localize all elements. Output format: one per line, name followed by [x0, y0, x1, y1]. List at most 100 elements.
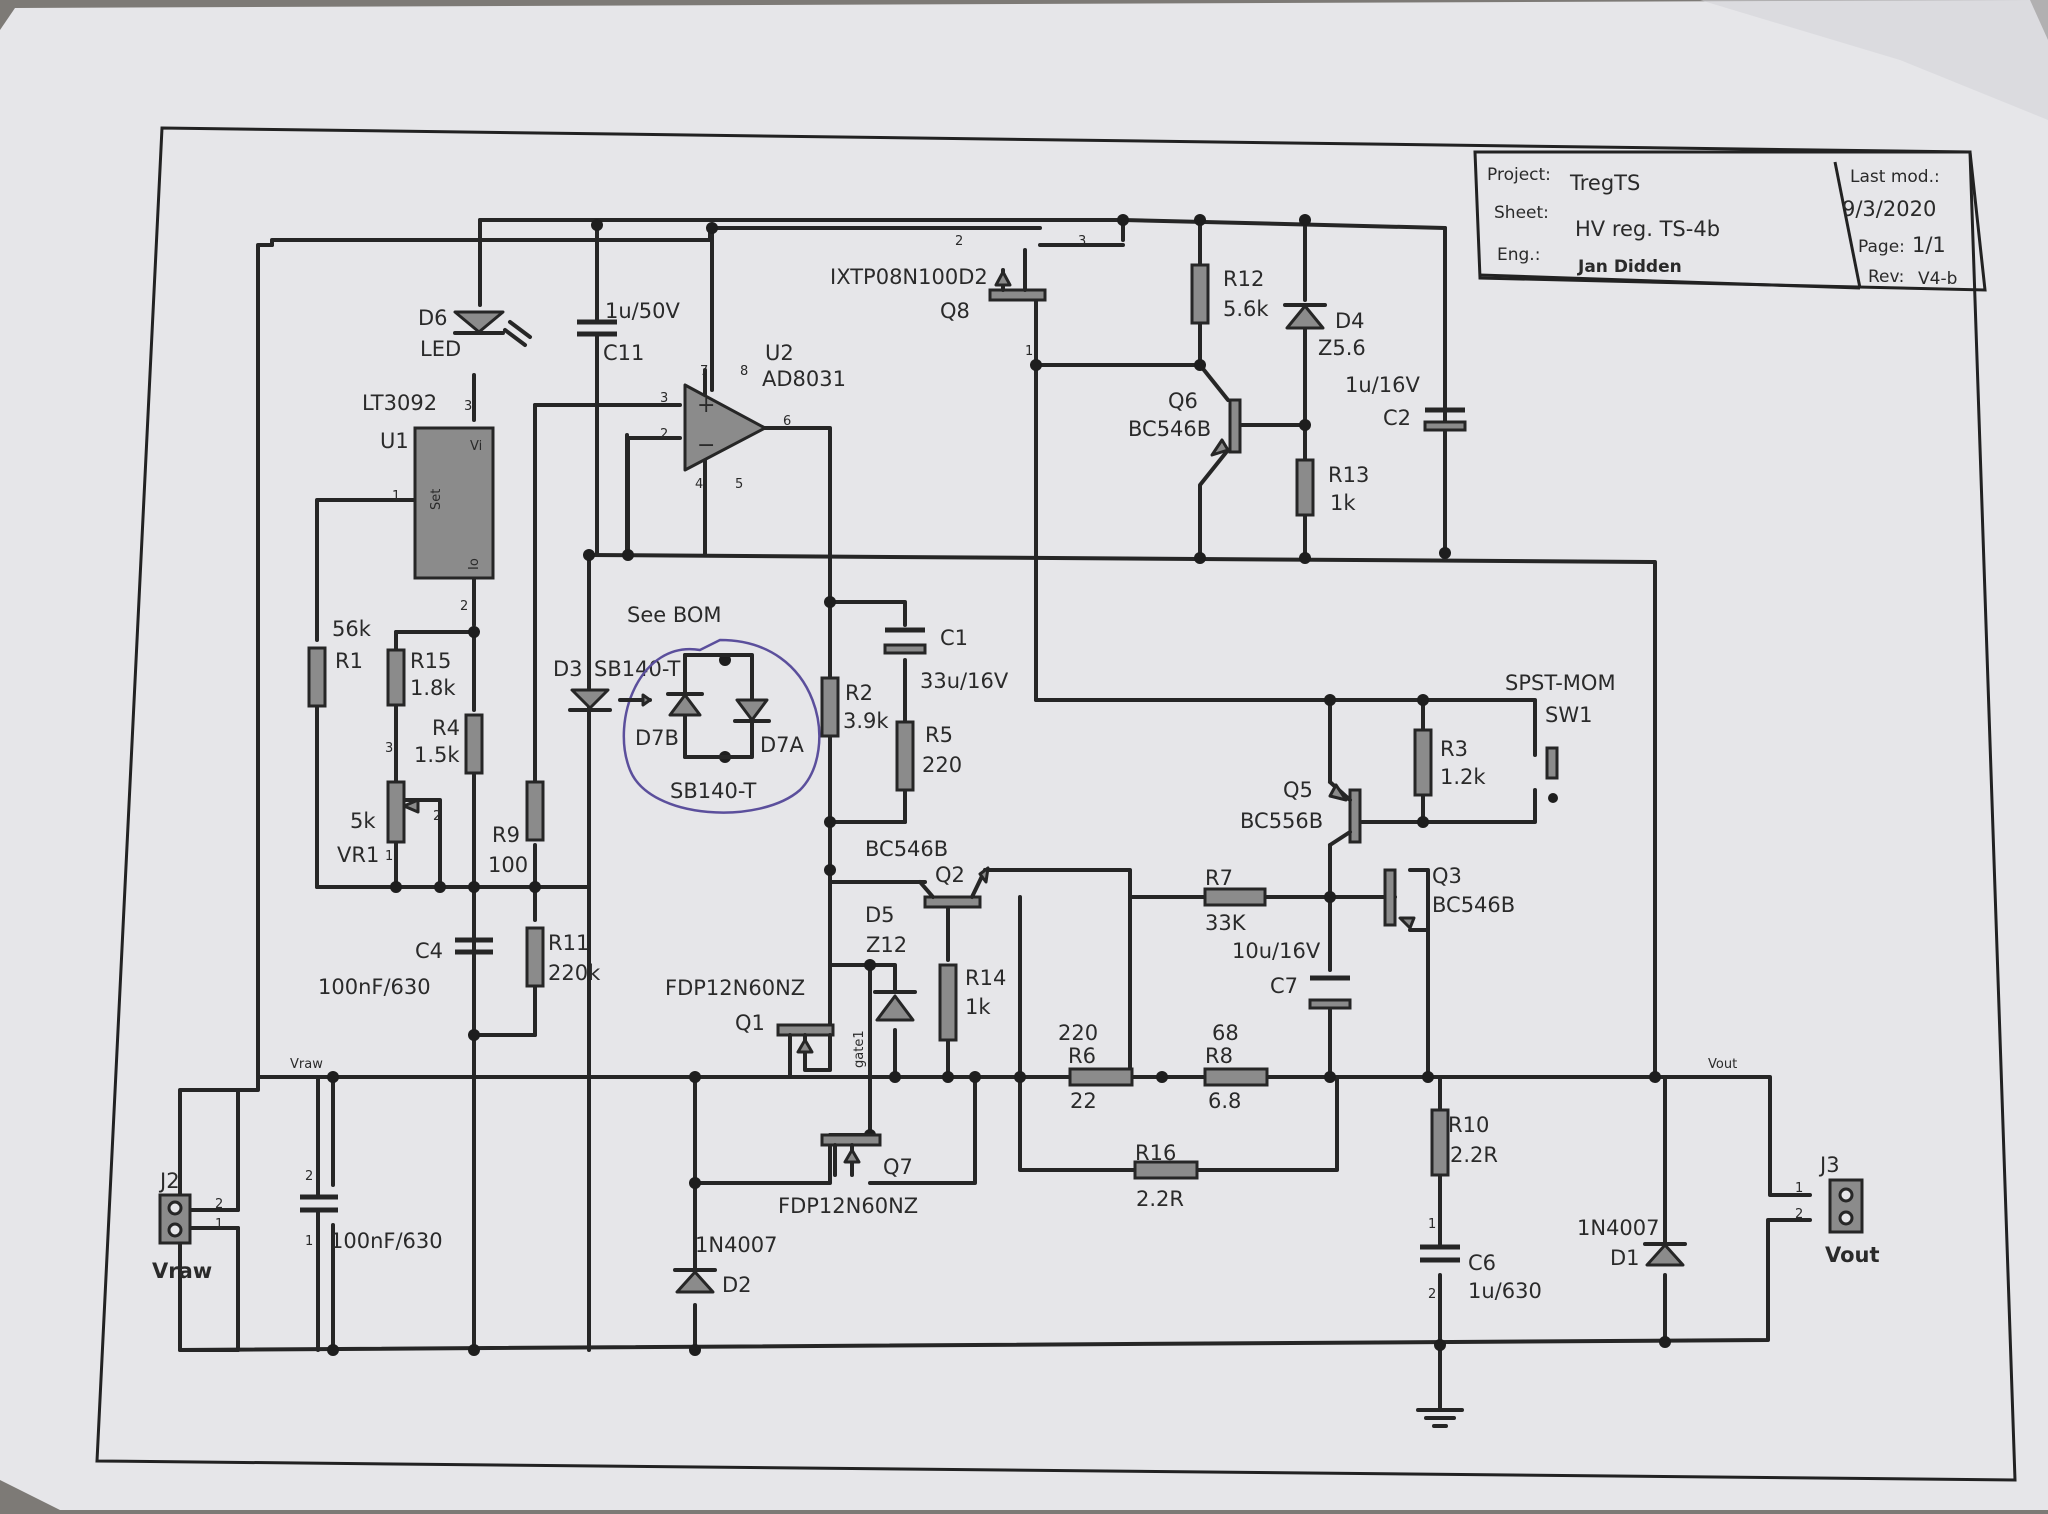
diode-d2: 1N4007 D2 — [673, 1233, 778, 1297]
c11-ref: C11 — [603, 341, 644, 365]
resistor-r12: R12 5.6k — [1190, 263, 1269, 325]
d2-value: 1N4007 — [695, 1233, 778, 1257]
r4-ref: R4 — [432, 716, 460, 740]
resistor-r5: R5 220 — [895, 720, 962, 792]
mosfet-q1: FDP12N60NZ Q1 gate1 — [665, 976, 867, 1079]
c6-value: 1u/630 — [1468, 1279, 1542, 1303]
r8-ref: R8 — [1205, 1044, 1233, 1068]
r16-ref: R16 — [1135, 1141, 1176, 1165]
q5-ref: Q5 — [1283, 778, 1313, 802]
q3-value: BC546B — [1432, 893, 1515, 917]
r6-value: 22 — [1070, 1089, 1097, 1113]
c3-value: 100nF/630 — [330, 1229, 443, 1253]
mosfet-q8: IXTP08N100D2 Q8 2 3 1 — [830, 234, 1086, 359]
r8-alt-value: 68 — [1212, 1021, 1239, 1045]
regulator-u1: Vi Set Io LT3092 U1 3 1 2 — [362, 391, 495, 614]
transistor-q5: Q5 BC556B — [1240, 778, 1362, 847]
vr1-pin3: 3 — [385, 741, 393, 756]
resistor-r6: 220 R6 22 — [1058, 1021, 1134, 1113]
see-bom-note: See BOM — [627, 603, 722, 627]
u1-pin1: 1 — [392, 489, 400, 504]
r4-value: 1.5k — [414, 743, 460, 767]
c11-value: 1u/50V — [605, 299, 680, 323]
r6-alt-value: 220 — [1058, 1021, 1098, 1045]
led-d6: D6 LED — [418, 306, 532, 361]
r10-ref: R10 — [1448, 1113, 1489, 1137]
u1-ref: U1 — [380, 429, 409, 453]
net-label-vout: Vout — [1708, 1057, 1737, 1072]
r9-ref: R9 — [492, 823, 520, 847]
r11-ref: R11 — [548, 931, 589, 955]
r11-value: 220k — [548, 961, 601, 985]
d3-value: SB140-T — [594, 657, 680, 681]
r7-value: 33K — [1205, 911, 1247, 935]
r13-value: 1k — [1330, 491, 1356, 515]
zener-d5: D5 Z12 — [865, 903, 917, 1022]
d4-ref: D4 — [1335, 309, 1365, 333]
q1-gate-label: gate1 — [852, 1030, 867, 1068]
q2-value: BC546B — [865, 837, 948, 861]
d5-value: Z12 — [866, 933, 907, 957]
diode-d1: 1N4007 D1 — [1577, 1216, 1687, 1270]
r8-value: 6.8 — [1208, 1089, 1241, 1113]
u1-value: LT3092 — [362, 391, 437, 415]
c7-value: 10u/16V — [1232, 939, 1321, 963]
d3-ref: D3 — [553, 657, 583, 681]
d2-ref: D2 — [722, 1273, 752, 1297]
potentiometer-vr1: 5k VR1 3 2 1 — [337, 741, 441, 867]
tb-lastmod: 9/3/2020 — [1842, 197, 1936, 221]
r1-ref: R1 — [335, 649, 363, 673]
drawing-frame — [95, 126, 2017, 1482]
title-block: Project: TregTS Sheet: HV reg. TS-4b Eng… — [1473, 150, 1987, 292]
tb-page: 1/1 — [1912, 233, 1946, 257]
d1-ref: D1 — [1610, 1246, 1640, 1270]
j2-pin1: 1 — [215, 1217, 223, 1232]
r5-value: 220 — [922, 753, 962, 777]
u1-pin3: 3 — [464, 399, 472, 414]
capacitor-c1: C1 33u/16V — [883, 626, 1009, 693]
d7-dual-diode: See BOM D7B D7A SB140-T — [618, 603, 821, 814]
c2-ref: C2 — [1383, 406, 1411, 430]
q8-ref: Q8 — [940, 299, 970, 323]
tb-sheet: HV reg. TS-4b — [1575, 217, 1720, 241]
connector-j2[interactable]: J2 Vraw 2 1 — [152, 1169, 223, 1283]
d4-value: Z5.6 — [1318, 336, 1366, 360]
u1-pin-vi: Vi — [470, 439, 482, 454]
resistor-r14: R14 1k — [938, 963, 1006, 1042]
diode-d3: D3 SB140-T — [553, 657, 680, 712]
wires — [178, 218, 1812, 1428]
connector-j3[interactable]: J3 Vout 1 2 — [1795, 1153, 1880, 1267]
tb-rev: V4-b — [1918, 269, 1957, 289]
j2-ref: J2 — [158, 1169, 180, 1193]
r9-value: 100 — [488, 853, 528, 877]
vr1-pin2: 2 — [433, 809, 441, 824]
u2-value: AD8031 — [762, 367, 846, 391]
j3-pin2: 2 — [1795, 1207, 1803, 1222]
hand-drawn-circle — [622, 638, 821, 814]
resistor-r13: R13 1k — [1295, 458, 1369, 517]
q5-value: BC556B — [1240, 809, 1323, 833]
c7-ref: C7 — [1270, 974, 1298, 998]
d5-ref: D5 — [865, 903, 895, 927]
j2-value: Vraw — [152, 1259, 212, 1283]
u2-pin6: 6 — [783, 414, 791, 429]
capacitor-c6: C6 1u/630 1 2 — [1420, 1217, 1542, 1303]
vr1-pin1: 1 — [385, 849, 393, 864]
tb-eng-label: Eng.: — [1497, 245, 1540, 265]
r3-ref: R3 — [1440, 737, 1468, 761]
j3-ref: J3 — [1818, 1153, 1840, 1177]
resistor-r8: 68 R8 6.8 — [1203, 1021, 1269, 1113]
r3-value: 1.2k — [1440, 765, 1486, 789]
r15-value: 1.8k — [410, 676, 456, 700]
u2-minus: − — [697, 433, 715, 458]
tb-project: TregTS — [1569, 171, 1640, 195]
r12-ref: R12 — [1223, 267, 1264, 291]
u1-pin-io: Io — [467, 558, 482, 570]
opamp-u2: + − U2 AD8031 3 2 6 7 8 4 5 — [660, 341, 846, 492]
d6-ref: D6 — [418, 306, 448, 330]
resistor-r11: R11 220k — [525, 926, 601, 988]
q1-ref: Q1 — [735, 1011, 765, 1035]
u2-pin7: 7 — [700, 364, 708, 379]
